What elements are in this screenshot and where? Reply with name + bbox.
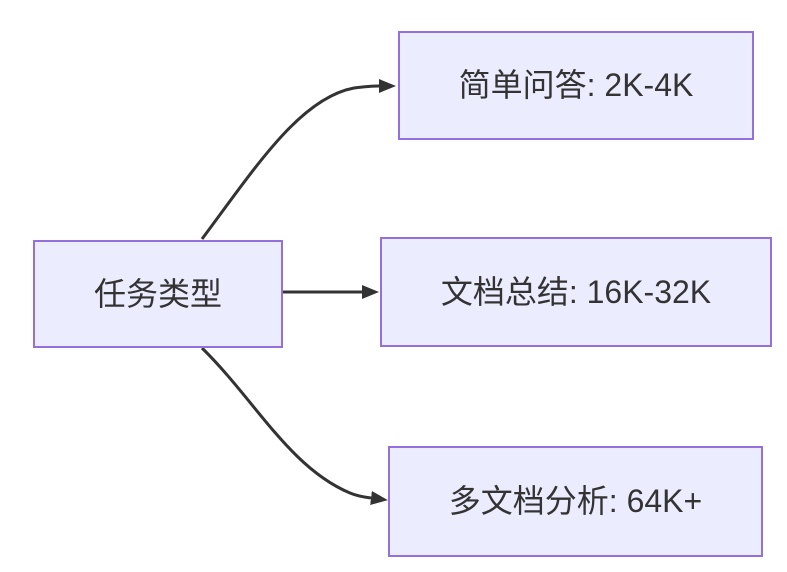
node-doc-summary: 文档总结: 16K-32K — [380, 237, 772, 347]
node-multi-doc-analysis-label: 多文档分析: 64K+ — [448, 483, 703, 520]
edge-task-type-to-simple-qa — [200, 79, 396, 240]
node-simple-qa: 简单问答: 2K-4K — [398, 31, 754, 140]
edge-task-type-to-multi-doc-analysis — [200, 346, 388, 505]
node-doc-summary-label: 文档总结: 16K-32K — [440, 273, 712, 310]
node-task-type: 任务类型 — [33, 240, 283, 348]
node-task-type-label: 任务类型 — [93, 275, 222, 312]
node-multi-doc-analysis: 多文档分析: 64K+ — [388, 446, 763, 557]
node-simple-qa-label: 简单问答: 2K-4K — [458, 67, 694, 104]
